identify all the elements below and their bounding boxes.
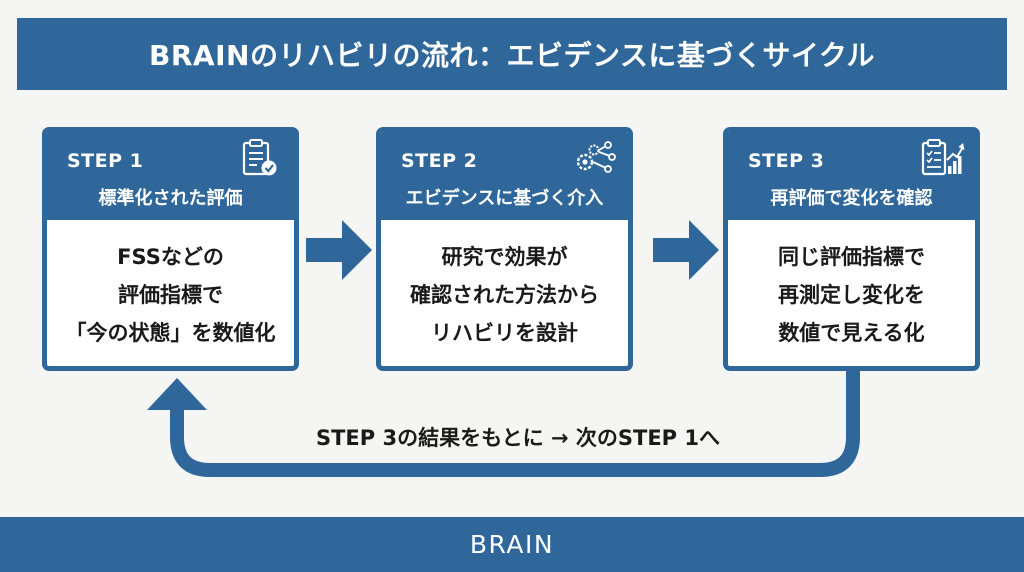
description-line: FSSなどの [117, 245, 224, 269]
gears-network-icon [576, 141, 616, 173]
right-arrow-icon [306, 220, 372, 280]
description-line: 確認された方法から [410, 283, 599, 307]
step-header: STEP 2 エビデンスに基づく介入 [381, 132, 628, 220]
description-line: 「今の状態」を数値化 [65, 321, 276, 345]
step-number: STEP 1 [67, 150, 144, 172]
step-number: STEP 2 [401, 150, 478, 172]
description-line: 数値で見える化 [778, 321, 925, 345]
step-card-3: STEP 3 再評価で変化を確認 同じ評価指標で 再測定し変化を 数値で見える化 [723, 127, 980, 371]
step-card-2: STEP 2 エビデンスに基づく介入 研究で効果が 確認された方法から リハビリ… [376, 127, 633, 371]
step-description: 同じ評価指標で 再測定し変化を 数値で見える化 [728, 220, 975, 366]
description-line: 同じ評価指標で [778, 245, 925, 269]
step-title: エビデンスに基づく介入 [405, 188, 604, 209]
title-banner: BRAINのリハビリの流れ：エビデンスに基づくサイクル [17, 18, 1007, 90]
step-header: STEP 3 再評価で変化を確認 [728, 132, 975, 220]
footer-brand: BRAIN [469, 530, 555, 559]
step-card-1: STEP 1 標準化された評価 FSSなどの 評価指標で 「今の状態」を数値化 [42, 127, 299, 371]
step-title: 再評価で変化を確認 [770, 188, 933, 209]
clipboard-check-icon [242, 139, 277, 176]
step-description: FSSなどの 評価指標で 「今の状態」を数値化 [47, 220, 294, 366]
step-title: 標準化された評価 [98, 188, 243, 209]
description-line: 再測定し変化を [778, 283, 925, 307]
page-title: BRAINのリハビリの流れ：エビデンスに基づくサイクル [149, 39, 875, 72]
description-line: 評価指標で [118, 283, 223, 307]
description-line: 研究で効果が [441, 245, 568, 269]
loop-label: STEP 3の結果をもとに → 次のSTEP 1へ [315, 426, 720, 450]
step-number: STEP 3 [748, 150, 825, 172]
step-header: STEP 1 標準化された評価 [47, 132, 294, 220]
step-description: 研究で効果が 確認された方法から リハビリを設計 [381, 220, 628, 366]
description-line: リハビリを設計 [431, 321, 578, 345]
right-arrow-icon [653, 220, 719, 280]
footer-bar: BRAIN [0, 517, 1024, 572]
checklist-chart-icon [921, 139, 965, 176]
